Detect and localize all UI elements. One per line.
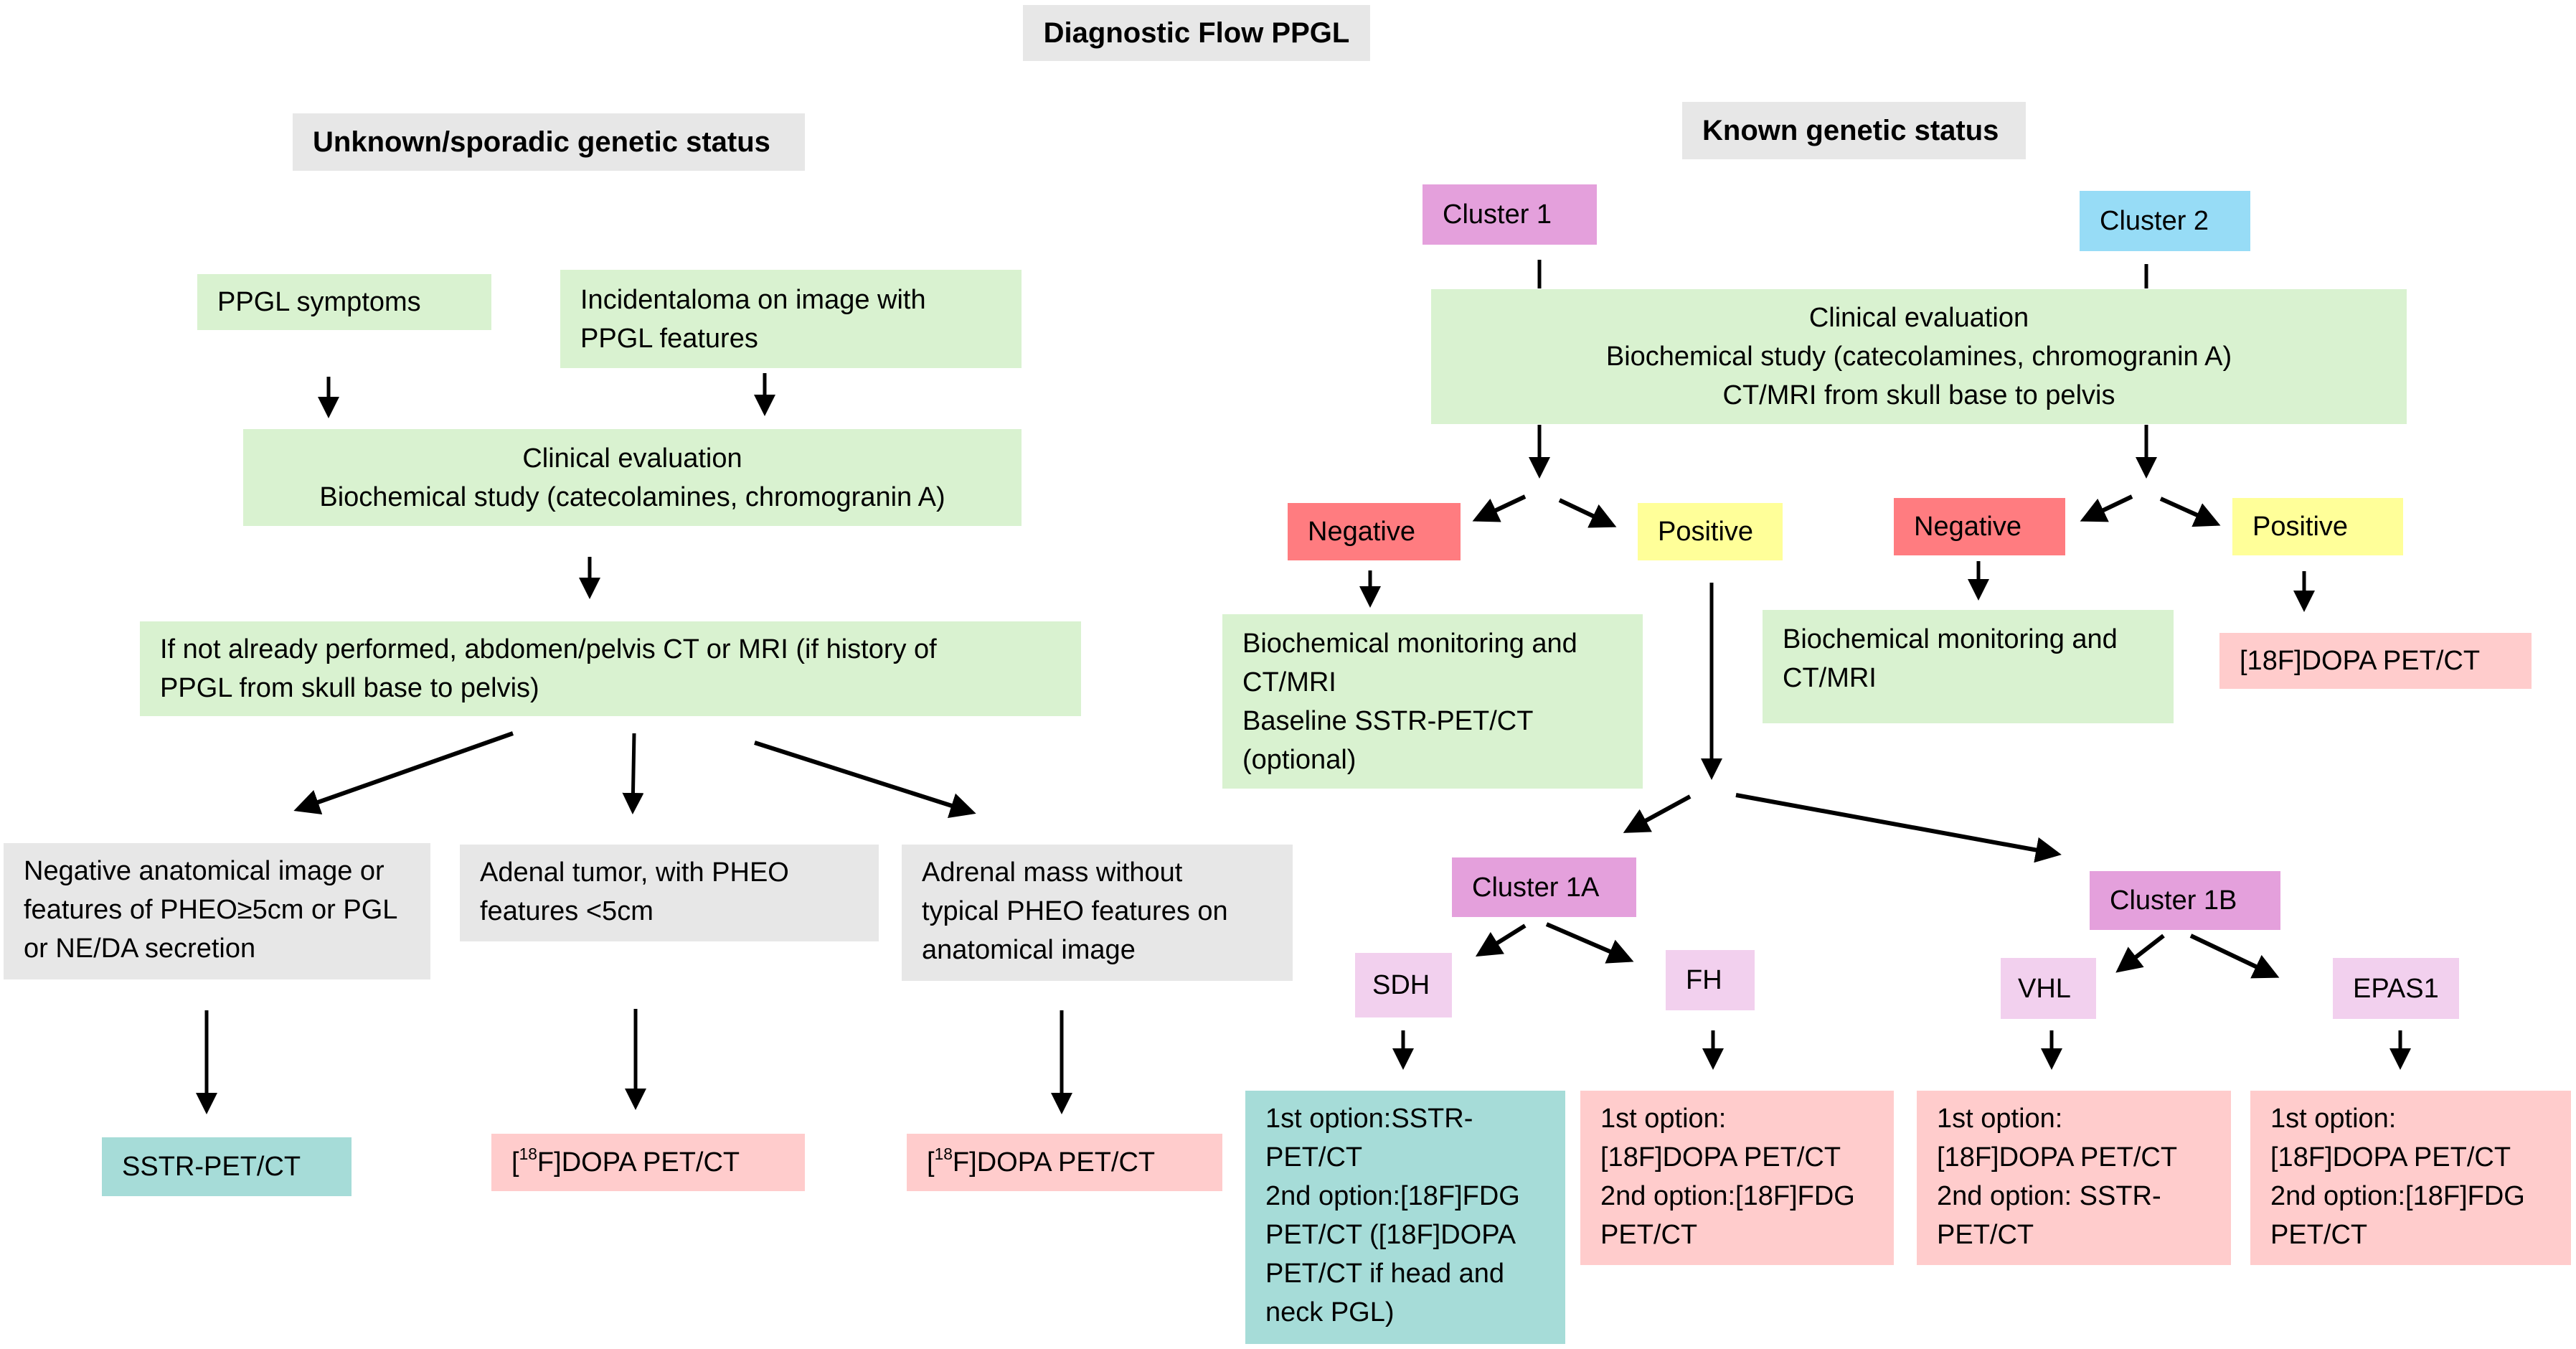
box-adrenal-mass: Adrenal mass without typical PHEO featur… <box>902 845 1293 981</box>
arrow-c2-to-negative <box>2080 494 2133 522</box>
option-epas1: 1st option: [18F]DOPA PET/CT 2nd option:… <box>2250 1091 2571 1265</box>
gene-sdh: SDH <box>1355 953 1452 1017</box>
arrow-imaging-to-branch1 <box>293 731 514 814</box>
box-clinical-evaluation-left: Clinical evaluation Biochemical study (c… <box>243 429 1022 526</box>
gene-vhl: VHL <box>2001 958 2096 1019</box>
box-cluster-2: Cluster 2 <box>2080 191 2250 251</box>
box-cluster-1b: Cluster 1B <box>2090 871 2280 930</box>
arrow-to-cluster1b <box>1735 793 2062 863</box>
arrow-imaging-to-branch3 <box>754 741 976 818</box>
box-abdomen-imaging: If not already performed, abdomen/pelvis… <box>140 621 1081 716</box>
box-clinical-evaluation-right: Clinical evaluation Biochemical study (c… <box>1431 289 2407 424</box>
box-c2-positive: Positive <box>2232 498 2403 555</box>
heading-known-status: Known genetic status <box>1682 102 2026 159</box>
result-dopa-pet-ct-2: [18F]DOPA PET/CT <box>907 1134 1222 1191</box>
arrow-c2-to-positive <box>2159 497 2221 527</box>
box-c1-positive: Positive <box>1638 503 1783 560</box>
box-ppgl-symptoms: PPGL symptoms <box>197 274 491 330</box>
arrow-1a-to-sdh <box>1475 923 1527 957</box>
box-c2-negative: Negative <box>1894 498 2065 555</box>
diagram-title: Diagnostic Flow PPGL <box>1023 5 1370 61</box>
box-cluster-1: Cluster 1 <box>1423 184 1597 245</box>
arrow-c1-to-positive <box>1558 498 1617 528</box>
box-c1-negative: Negative <box>1288 503 1461 560</box>
arrow-1a-to-fh <box>1545 922 1634 964</box>
gene-epas1: EPAS1 <box>2333 958 2459 1019</box>
arrow-1b-to-vhl <box>2115 934 2165 973</box>
result-sstr-pet-ct: SSTR-PET/CT <box>102 1137 352 1196</box>
box-incidentaloma: Incidentaloma on image with PPGL feature… <box>560 270 1022 368</box>
gene-fh: FH <box>1666 950 1755 1010</box>
arrow-to-cluster1a <box>1623 794 1692 833</box>
result-dopa-pet-ct-1: [18F]DOPA PET/CT <box>491 1134 805 1191</box>
arrow-c1-to-negative <box>1472 494 1527 522</box>
heading-unknown-status: Unknown/sporadic genetic status <box>293 113 805 171</box>
arrow-imaging-to-branch2 <box>622 733 644 814</box>
option-fh: 1st option: [18F]DOPA PET/CT 2nd option:… <box>1580 1091 1894 1265</box>
box-negative-anatomical: Negative anatomical image or features of… <box>4 843 430 979</box>
box-adenal-tumor: Adenal tumor, with PHEO features <5cm <box>460 845 879 941</box>
box-c1-biochemical-monitoring: Biochemical monitoring and CT/MRI Baseli… <box>1222 614 1643 789</box>
option-sdh: 1st option:SSTR- PET/CT 2nd option:[18F]… <box>1245 1091 1565 1344</box>
box-c2-biochemical-monitoring: Biochemical monitoring and CT/MRI <box>1763 610 2174 723</box>
option-vhl: 1st option: [18F]DOPA PET/CT 2nd option:… <box>1917 1091 2231 1265</box>
box-c2-dopa-pet-ct: [18F]DOPA PET/CT <box>2219 633 2532 689</box>
box-cluster-1a: Cluster 1A <box>1452 857 1636 917</box>
arrow-1b-to-epas1 <box>2189 934 2280 979</box>
